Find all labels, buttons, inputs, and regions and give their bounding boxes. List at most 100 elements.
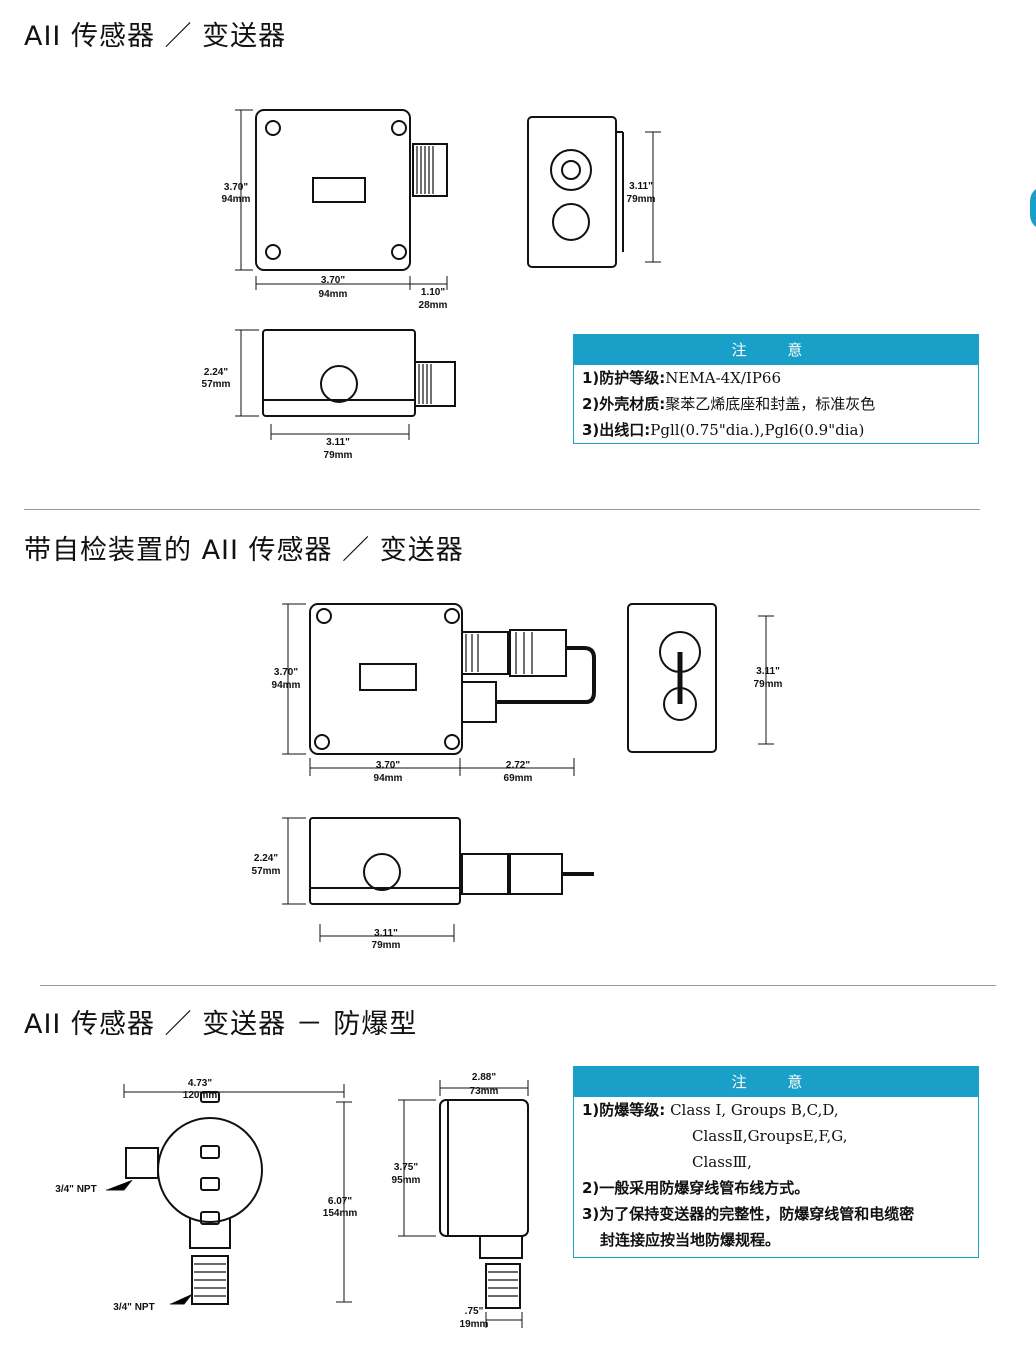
- dim-side-height-in: 3.75": [394, 1162, 418, 1173]
- dim-bottom-height-in: 2.24": [204, 367, 228, 378]
- test-cable: [496, 646, 596, 704]
- dim-stem-mm: 19mm: [460, 1319, 489, 1330]
- section-title-self-test: 带自检装置的 AII 传感器 ／ 变送器: [24, 535, 464, 566]
- section-title-standard: AII 传感器 ／ 变送器: [24, 21, 287, 52]
- corner-screw: [391, 120, 407, 136]
- side-port-upper: [550, 149, 592, 191]
- cable-gland: [412, 143, 448, 197]
- note-text: Pgll(0.75"dia.),Pgl6(0.9"dia): [650, 421, 865, 439]
- dim-width-mm: 120mm: [183, 1090, 218, 1101]
- display-window: [312, 177, 366, 203]
- corner-screw: [265, 120, 281, 136]
- note-text: NEMA-4X/IP66: [665, 369, 782, 387]
- note-line-outlet: 3)出线口:Pgll(0.75"dia.),Pgl6(0.9"dia): [574, 417, 978, 443]
- section-title-explosion-proof: AII 传感器 ／ 变送器 － 防爆型: [24, 1009, 418, 1040]
- note-line-rating-2: ClassⅡ,GroupsE,F,G,: [692, 1127, 848, 1145]
- dim-gland-mm: 28mm: [419, 300, 448, 311]
- cable-gland: [461, 681, 497, 723]
- npt-bottom-fitting: [191, 1255, 229, 1305]
- front-housing: [255, 109, 411, 271]
- dim-stem-in: .75": [465, 1306, 484, 1317]
- side-housing: [439, 1099, 529, 1237]
- note-box-standard: 注 意 1)防护等级:NEMA-4X/IP66 2)外壳材质:聚苯乙烯底座和封盖…: [573, 334, 979, 444]
- note-text: 聚苯乙烯底座和封盖，标准灰色: [665, 395, 876, 413]
- corner-screw: [444, 734, 460, 750]
- corner-screw: [316, 608, 332, 624]
- bottom-connector-female: [509, 853, 563, 895]
- dim-cable-in: 2.72": [506, 760, 530, 771]
- note-line-integrity: 3)为了保持变送器的完整性，防爆穿线管和电缆密: [574, 1201, 978, 1227]
- dim-bottom-width-in: 3.11": [326, 437, 350, 448]
- dim-front-width-mm: 94mm: [374, 773, 403, 784]
- note-text: Class Ⅰ, Groups B,C,D,: [670, 1101, 839, 1119]
- bottom-port: [363, 853, 401, 891]
- drawing-standard: 3.70" 94mm 3.70" 94mm 1.10" 28mm 3.11" 7…: [153, 62, 709, 486]
- note-label: 1)防爆等级:: [582, 1101, 666, 1119]
- bottom-port: [320, 365, 358, 403]
- dim-side-height-mm: 95mm: [392, 1175, 421, 1186]
- label-npt-top: 3/4" NPT: [55, 1184, 96, 1195]
- note-heading: 注 意: [574, 335, 978, 365]
- dim-bottom-height-mm: 57mm: [202, 379, 231, 390]
- drawing-self-test: 3.70" 94mm 3.70" 94mm 2.72" 69mm 3.11" 7…: [210, 586, 808, 982]
- dimension-drawing-explosion-proof: 4.73" 120mm 3/4" NPT 3/4" NPT 6.07" 154m…: [55, 1072, 529, 1330]
- neck: [189, 1218, 231, 1249]
- dim-bottom-width-mm: 79mm: [372, 940, 401, 951]
- dim-gland-in: 1.10": [421, 287, 445, 298]
- dim-depth-in: 2.88": [472, 1072, 496, 1083]
- note-heading: 注 意: [574, 1067, 978, 1097]
- dim-width-in: 4.73": [188, 1078, 212, 1089]
- dim-front-width-in: 3.70": [321, 275, 345, 286]
- dim-bottom-height-mm: 57mm: [252, 866, 281, 877]
- dim-side-height-in: 3.11": [629, 181, 653, 192]
- explosion-proof-housing: [157, 1117, 263, 1223]
- side-housing: [627, 603, 717, 753]
- dim-depth-mm: 73mm: [470, 1086, 499, 1097]
- note-line-material: 2)外壳材质:聚苯乙烯底座和封盖，标准灰色: [574, 391, 978, 417]
- dimension-drawing-self-test: 3.70" 94mm 3.70" 94mm 2.72" 69mm 3.11" 7…: [252, 603, 783, 951]
- note-text: 2)一般采用防爆穿线管布线方式。: [582, 1179, 810, 1197]
- dim-height-mm: 154mm: [323, 1208, 358, 1219]
- display-window: [359, 663, 417, 691]
- dim-front-width-mm: 94mm: [319, 289, 348, 300]
- npt-side-port: [125, 1147, 159, 1179]
- bottom-housing: [309, 817, 461, 905]
- dim-cable-mm: 69mm: [504, 773, 533, 784]
- dim-front-height-mm: 94mm: [272, 680, 301, 691]
- corner-screw: [314, 734, 330, 750]
- bottom-gland: [414, 361, 456, 407]
- note-text: 3)为了保持变送器的完整性，防爆穿线管和电缆密: [582, 1205, 915, 1223]
- corner-screw: [444, 608, 460, 624]
- dim-front-height-mm: 94mm: [222, 194, 251, 205]
- note-label: 2)外壳材质:: [582, 395, 666, 413]
- front-housing: [309, 603, 463, 755]
- note-box-explosion-proof: 注 意 1)防爆等级: Class Ⅰ, Groups B,C,D, Class…: [573, 1066, 979, 1258]
- bottom-connector: [461, 853, 509, 895]
- drawing-explosion-proof: 4.73" 120mm 3/4" NPT 3/4" NPT 6.07" 154m…: [24, 1042, 618, 1358]
- side-port-lower: [552, 203, 590, 241]
- dim-side-height-mm: 79mm: [627, 194, 656, 205]
- dim-bottom-width-in: 3.11": [374, 928, 398, 939]
- connector-female: [509, 629, 567, 677]
- dimension-drawing-standard: 3.70" 94mm 3.70" 94mm 1.10" 28mm 3.11" 7…: [202, 109, 661, 461]
- corner-screw: [391, 244, 407, 260]
- note-line-integrity-2: 封连接应按当地防爆规程。: [574, 1227, 978, 1253]
- dim-front-width-in: 3.70": [376, 760, 400, 771]
- dim-height-in: 6.07": [328, 1196, 352, 1207]
- dim-side-height-mm: 79mm: [754, 679, 783, 690]
- dim-front-height-in: 3.70": [224, 182, 248, 193]
- dim-front-height-in: 3.70": [274, 667, 298, 678]
- note-label: 1)防护等级:: [582, 369, 666, 387]
- dim-bottom-width-mm: 79mm: [324, 450, 353, 461]
- note-text: 封连接应按当地防爆规程。: [600, 1231, 781, 1249]
- note-line-protection: 1)防护等级:NEMA-4X/IP66: [574, 365, 978, 391]
- connector-male: [461, 631, 509, 675]
- note-line-rating-3: ClassⅢ,: [692, 1153, 752, 1171]
- corner-screw: [265, 244, 281, 260]
- note-label: 3)出线口:: [582, 421, 651, 439]
- note-line-rating: 1)防爆等级: Class Ⅰ, Groups B,C,D,: [574, 1097, 978, 1123]
- side-npt-fitting: [485, 1263, 521, 1309]
- side-housing: [527, 116, 617, 268]
- section-divider: [24, 509, 980, 510]
- section-divider: [40, 985, 996, 986]
